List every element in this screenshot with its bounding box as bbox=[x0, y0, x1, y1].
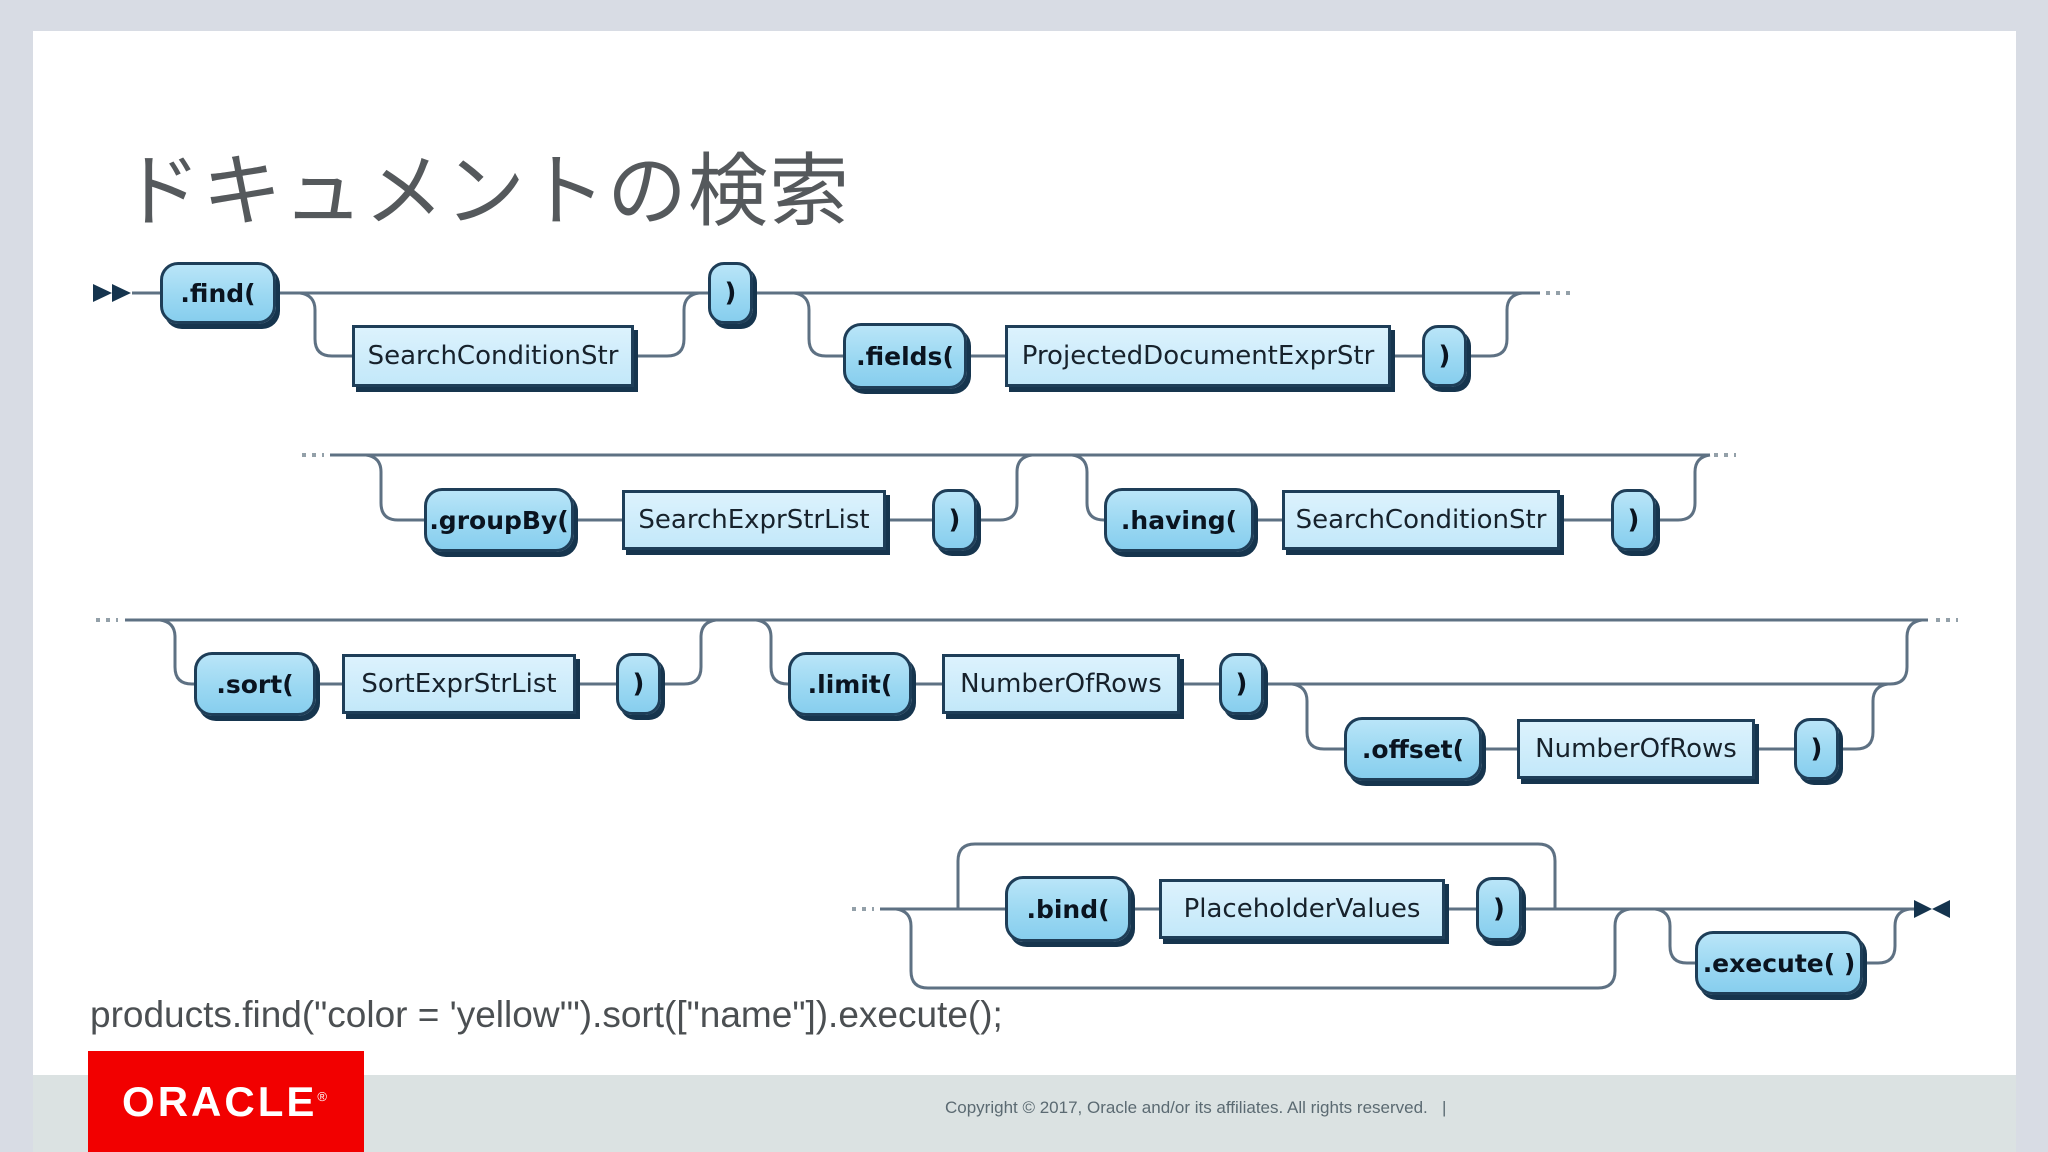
node-number-of-rows: NumberOfRows bbox=[1517, 719, 1755, 779]
node-sort-keyword: .sort( bbox=[194, 652, 316, 716]
node-offset-keyword: .offset( bbox=[1344, 717, 1482, 781]
oracle-logo-text: ORACLE® bbox=[122, 1077, 330, 1125]
node-number-of-rows: NumberOfRows bbox=[942, 654, 1180, 714]
node-close-paren: ) bbox=[1476, 877, 1522, 941]
node-fields-keyword: .fields( bbox=[843, 323, 967, 389]
oracle-logo: ORACLE® bbox=[88, 1051, 364, 1152]
node-close-paren: ) bbox=[1611, 489, 1656, 551]
node-limit-keyword: .limit( bbox=[788, 652, 912, 716]
node-placeholder-values: PlaceholderValues bbox=[1159, 879, 1445, 939]
code-example: products.find("color = 'yellow'").sort([… bbox=[90, 994, 1003, 1035]
node-find-keyword: .find( bbox=[160, 262, 276, 324]
node-close-paren: ) bbox=[616, 653, 661, 715]
node-sort-expr-str-list: SortExprStrList bbox=[342, 654, 576, 714]
node-close-paren: ) bbox=[1794, 718, 1839, 780]
start-marker-icon bbox=[93, 284, 131, 302]
page-title: ドキュメントの検索 bbox=[121, 147, 850, 236]
node-execute-keyword: .execute( ) bbox=[1695, 931, 1863, 995]
node-close-paren: ) bbox=[708, 262, 753, 324]
node-groupby-keyword: .groupBy( bbox=[424, 488, 574, 552]
node-search-condition-str: SearchConditionStr bbox=[1282, 490, 1560, 550]
node-close-paren: ) bbox=[1219, 653, 1264, 715]
node-close-paren: ) bbox=[1422, 325, 1467, 387]
node-bind-keyword: .bind( bbox=[1005, 876, 1131, 942]
node-close-paren: ) bbox=[932, 489, 977, 551]
rail-lines bbox=[125, 291, 1928, 990]
slide-canvas: ドキュメントの検索 bbox=[33, 31, 2016, 1152]
end-marker-icon bbox=[1914, 900, 1950, 918]
node-search-expr-str-list: SearchExprStrList bbox=[622, 490, 886, 550]
node-having-keyword: .having( bbox=[1104, 488, 1254, 552]
rail-ellipses bbox=[96, 291, 1958, 911]
copyright-text: Copyright © 2017, Oracle and/or its affi… bbox=[945, 1098, 1447, 1117]
node-projected-document-expr-str: ProjectedDocumentExprStr bbox=[1005, 325, 1391, 387]
node-search-condition-str: SearchConditionStr bbox=[352, 325, 634, 387]
registered-trademark-icon: ® bbox=[317, 1088, 330, 1104]
